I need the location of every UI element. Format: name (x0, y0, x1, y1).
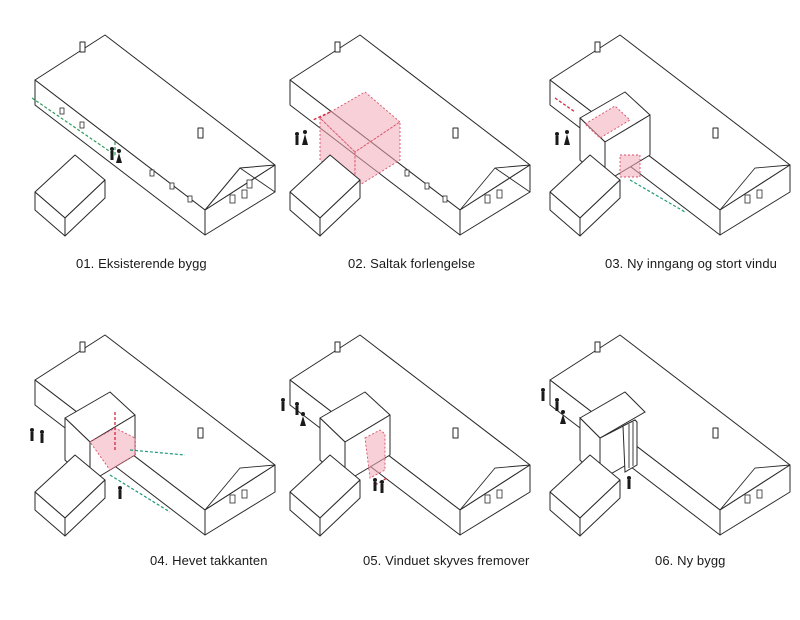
new-extension (64, 391, 136, 483)
panel-06-caption: 06. Ny bygg (655, 553, 726, 568)
panel-03-caption: 03. Ny inngang og stort vindu (605, 256, 778, 271)
panel-05: 05. Vinduet skyves fremover (275, 320, 535, 620)
panel-04: 04. Hevet takkanten (20, 320, 280, 620)
people-icon (555, 130, 570, 145)
garage-building (289, 154, 361, 237)
panel-01-caption: 01. Eksisterende bygg (76, 256, 207, 271)
extension-arrow (312, 111, 331, 121)
approach-path-arrow (31, 97, 116, 156)
panel-02-drawing (289, 34, 531, 237)
garage-building (549, 154, 621, 237)
panel-05-drawing (281, 334, 531, 537)
diagram-sheet: 01. Eksisterende bygg (20, 20, 795, 568)
new-extension (579, 91, 651, 183)
view-arrow (629, 179, 686, 213)
panel-06-drawing (541, 334, 791, 537)
view-arrow-lower (109, 474, 171, 513)
panel-02-caption: 02. Saltak forlengelse (348, 256, 476, 271)
panel-02: 02. Saltak forlengelse (275, 20, 535, 320)
panel-04-drawing (30, 334, 276, 537)
view-arrow-upper (129, 449, 186, 456)
people-icon (30, 428, 122, 499)
people-icon (110, 147, 122, 163)
panel-06: 06. Ny bygg (535, 320, 795, 620)
people-icon (281, 398, 384, 493)
garage-building (34, 454, 106, 537)
garage-building (549, 454, 621, 537)
panel-03-drawing (549, 34, 791, 237)
garage-building (289, 454, 361, 537)
people-icon (541, 388, 631, 489)
entrance-arrow (554, 97, 576, 113)
people-icon (295, 130, 308, 145)
panel-03: 03. Ny inngang og stort vindu (535, 20, 795, 320)
panel-05-caption: 05. Vinduet skyves fremover (363, 553, 530, 568)
panel-04-caption: 04. Hevet takkanten (150, 553, 268, 568)
garage-building (34, 154, 106, 237)
panel-01: 01. Eksisterende bygg (20, 20, 280, 320)
panel-01-drawing (31, 34, 276, 237)
